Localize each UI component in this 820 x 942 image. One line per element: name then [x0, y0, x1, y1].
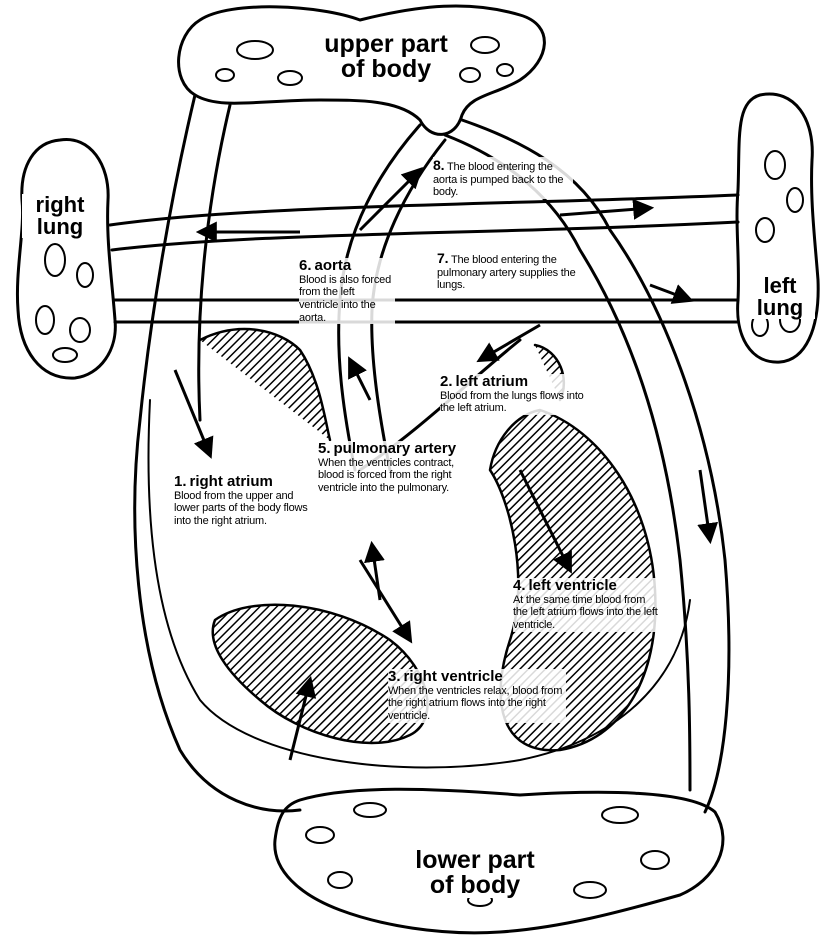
step-5-title-text: pulmonary artery [334, 440, 457, 457]
step-7-description: The blood entering the pulmonary artery … [437, 254, 576, 291]
upper-body-label-line2: of body [318, 57, 454, 82]
systemic-vein-inner [199, 105, 230, 420]
left-lung-label-line2: lung [745, 297, 815, 319]
flow-arrow-aorta-up [350, 360, 370, 400]
step-8-body: 8. The blood entering the aorta is pumpe… [433, 157, 573, 199]
left-lung-label-line1: left [745, 275, 815, 297]
step-6-number: 6. [299, 257, 312, 274]
step-3-number: 3. [388, 668, 401, 685]
flow-arrow-aorta-to-left [650, 285, 690, 300]
flow-arrow-into-right-atrium [175, 370, 210, 455]
step-2-title-text: left atrium [456, 373, 529, 390]
step-4-left-ventricle: 4.left ventricle At the same time blood … [513, 578, 659, 632]
upper-body-label-line1: upper part [318, 32, 454, 57]
right-lung-label-line1: right [22, 194, 98, 216]
step-1-number: 1. [174, 473, 187, 490]
flow-arrow-systemic-down [700, 470, 710, 540]
step-1-title-text: right atrium [190, 473, 273, 490]
step-6-aorta: 6.aorta Blood is also forced from the le… [299, 258, 395, 324]
step-6-description: Blood is also forced from the left ventr… [299, 274, 395, 325]
flow-arrow-right-ventricle-up [372, 545, 380, 600]
step-8-description: The blood entering the aorta is pumped b… [433, 161, 563, 198]
step-7-pulmonary-supply: 7. The blood entering the pulmonary arte… [437, 250, 577, 292]
step-3-title: 3.right ventricle [388, 669, 566, 685]
step-4-title: 4.left ventricle [513, 578, 659, 594]
step-7-number: 7. [437, 250, 448, 266]
step-6-title-text: aorta [315, 257, 352, 274]
right-lung-label: right lung [22, 194, 98, 238]
step-4-number: 4. [513, 577, 526, 594]
upper-body-label: upper part of body [318, 32, 454, 82]
step-1-right-atrium: 1.right atrium Blood from the upper and … [174, 474, 316, 528]
lower-body-label: lower part of body [410, 848, 540, 898]
step-8-number: 8. [433, 157, 444, 173]
step-7-body: 7. The blood entering the pulmonary arte… [437, 250, 577, 292]
flow-arrow-pulmonary-to-left-lung [560, 208, 650, 215]
step-4-title-text: left ventricle [529, 577, 617, 594]
pulmonary-vessel-upper [110, 195, 738, 225]
step-3-description: When the ventricles relax, blood from th… [388, 685, 566, 723]
flow-arrow-into-left-atrium [480, 325, 540, 360]
step-2-description: Blood from the lungs flows into the left… [440, 390, 592, 415]
step-8-aorta-return: 8. The blood entering the aorta is pumpe… [433, 157, 573, 199]
step-5-number: 5. [318, 440, 331, 457]
step-2-number: 2. [440, 373, 453, 390]
step-2-title: 2.left atrium [440, 374, 592, 390]
left-lung-capillary-bed [737, 94, 818, 362]
right-lung-capillary-bed [17, 139, 115, 378]
right-lung-label-line2: lung [22, 216, 98, 238]
left-lung-label: left lung [745, 275, 815, 319]
step-1-title: 1.right atrium [174, 474, 316, 490]
step-3-right-ventricle: 3.right ventricle When the ventricles re… [388, 669, 566, 723]
step-2-left-atrium: 2.left atrium Blood from the lungs flows… [440, 374, 592, 415]
step-6-title: 6.aorta [299, 258, 395, 274]
step-3-title-text: right ventricle [404, 668, 503, 685]
right-atrium-wall [200, 329, 330, 440]
step-4-description: At the same time blood from the left atr… [513, 594, 659, 632]
step-5-pulmonary-artery: 5.pulmonary artery When the ventricles c… [318, 441, 478, 495]
lower-body-label-line1: lower part [410, 848, 540, 873]
step-5-description: When the ventricles contract, blood is f… [318, 457, 478, 495]
step-1-description: Blood from the upper and lower parts of … [174, 490, 316, 528]
lower-body-label-line2: of body [410, 873, 540, 898]
step-5-title: 5.pulmonary artery [318, 441, 478, 457]
